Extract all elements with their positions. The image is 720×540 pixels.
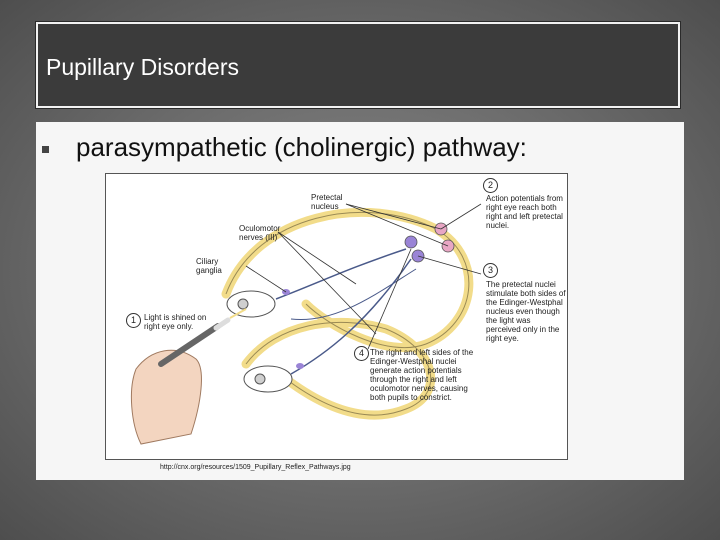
- bullet-square-icon: [42, 146, 49, 153]
- step-1-text: Light is shined on right eye only.: [144, 313, 207, 331]
- penlight: [158, 323, 221, 367]
- leader-oculomotor: [277, 231, 357, 285]
- step-3-text: The pretectal nuclei stimulate both side…: [486, 280, 566, 343]
- title-bar: Pupillary Disorders: [36, 22, 680, 108]
- bullet-text: parasympathetic (cholinergic) pathway:: [76, 132, 527, 162]
- step-4-number: 4: [354, 346, 369, 361]
- source-url[interactable]: http://cnx.org/resources/1509_Pupillary_…: [160, 464, 351, 471]
- nerve-branch: [290, 268, 417, 321]
- label-ciliary: Ciliary ganglia: [196, 257, 222, 275]
- left-pupil: [254, 373, 266, 385]
- step-2-number: 2: [483, 178, 498, 193]
- leader-step2: [440, 203, 482, 230]
- step-2-text: Action potentials from right eye reach b…: [486, 194, 563, 230]
- step-1-number: 1: [126, 313, 141, 328]
- leader-ciliary: [245, 265, 287, 293]
- ciliary-ganglion-left: [296, 363, 304, 369]
- slide-title: Pupillary Disorders: [46, 54, 240, 80]
- label-pretectal: Pretectal nucleus: [311, 193, 343, 211]
- right-pupil: [237, 298, 249, 310]
- leader-step3: [417, 255, 482, 275]
- leader-pretectal: [345, 203, 442, 230]
- ew-nucleus-right: [404, 235, 418, 249]
- left-eye: [243, 365, 293, 393]
- hand-illustration: [131, 349, 202, 445]
- right-eye: [226, 290, 276, 318]
- penlight-tip: [213, 317, 231, 331]
- pathway-diagram: [131, 203, 482, 445]
- step-3-number: 3: [483, 263, 498, 278]
- pupillary-reflex-figure: Pretectal nucleus Oculomotor nerves (III…: [105, 173, 568, 460]
- light-beam: [229, 308, 247, 319]
- oculomotor-nerve-right: [275, 248, 407, 300]
- leader-step4: [367, 248, 412, 350]
- optic-pathway-upper-outline: [225, 212, 470, 349]
- label-oculomotor: Oculomotor nerves (III): [239, 224, 281, 242]
- leader-pretectal-2: [345, 203, 449, 247]
- leader-oculomotor-2: [277, 231, 377, 335]
- optic-pathway-lower-outline: [245, 321, 432, 416]
- step-4-text: The right and left sides of the Edinger-…: [370, 348, 474, 402]
